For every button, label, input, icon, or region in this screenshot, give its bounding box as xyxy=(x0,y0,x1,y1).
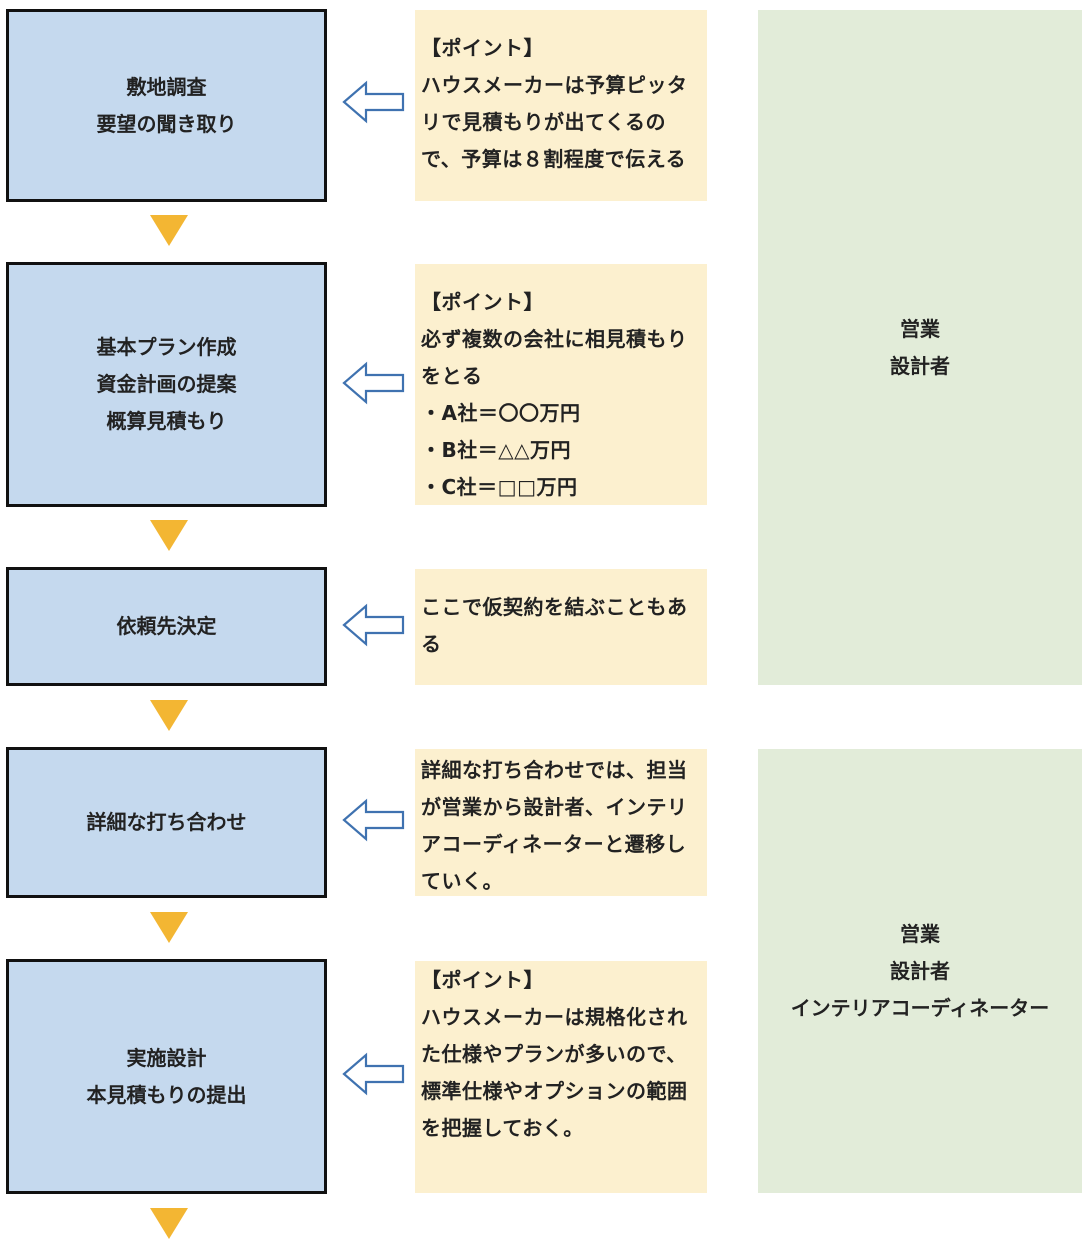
step-decide-contractor: 依頼先決定 xyxy=(6,567,327,686)
left-arrow-icon xyxy=(342,603,405,647)
note-line: ハウスメーカーは規格化され xyxy=(421,1005,688,1029)
note-line: 必ず複数の会社に相見積もり xyxy=(421,327,688,351)
role-line: 営業 xyxy=(900,316,940,341)
note-line: る xyxy=(421,632,442,656)
step-line: 資金計画の提案 xyxy=(96,372,237,396)
note-line: ここで仮契約を結ぶこともあ xyxy=(421,595,688,619)
note-line: で、予算は８割程度で伝える xyxy=(421,147,687,171)
note-line: をとる xyxy=(421,364,483,388)
note-line: ハウスメーカーは予算ピッタ xyxy=(421,73,688,97)
note-comparison-point: 【ポイント】 必ず複数の会社に相見積もり をとる ・A社＝〇〇万円 ・B社＝△△… xyxy=(415,264,707,505)
left-arrow-icon xyxy=(342,798,405,842)
note-line: 【ポイント】 xyxy=(421,290,544,314)
note-line: 標準仕様やオプションの範囲 xyxy=(421,1079,688,1103)
left-arrow-icon xyxy=(342,361,405,405)
step-line: 敷地調査 xyxy=(126,74,207,99)
role-line: 設計者 xyxy=(890,353,950,378)
note-line: た仕様やプランが多いので、 xyxy=(421,1042,687,1066)
step-line: 実施設計 xyxy=(126,1045,207,1070)
step-site-survey: 敷地調査 要望の聞き取り xyxy=(6,9,327,202)
note-provisional-contract: ここで仮契約を結ぶこともあ る xyxy=(415,569,707,685)
down-arrow-icon xyxy=(150,1208,188,1239)
note-line: が営業から設計者、インテリ xyxy=(421,795,688,819)
step-detailed-design: 実施設計 本見積もりの提出 xyxy=(6,959,327,1194)
note-line: ていく。 xyxy=(421,869,503,893)
step-line: 概算見積もり xyxy=(106,409,227,433)
note-line: アコーディネーターと遷移し xyxy=(421,832,687,856)
step-line: 詳細な打ち合わせ xyxy=(86,810,247,834)
note-line: 詳細な打ち合わせでは、担当 xyxy=(421,758,688,782)
left-arrow-icon xyxy=(342,80,405,124)
step-line: 依頼先決定 xyxy=(116,614,217,638)
note-line: 【ポイント】 xyxy=(421,36,544,60)
down-arrow-icon xyxy=(150,520,188,551)
note-line: ・B社＝△△万円 xyxy=(421,438,572,462)
note-line: ・C社＝□□万円 xyxy=(421,475,578,499)
role-panel-later-stages: 営業 設計者 インテリアコーディネーター xyxy=(758,749,1082,1193)
step-line: 基本プラン作成 xyxy=(96,335,237,359)
role-line: インテリアコーディネーター xyxy=(790,995,1050,1020)
left-arrow-icon xyxy=(342,1052,405,1096)
note-line: ・A社＝〇〇万円 xyxy=(421,401,581,425)
note-line: 【ポイント】 xyxy=(421,968,544,992)
note-staff-transition: 詳細な打ち合わせでは、担当 が営業から設計者、インテリ アコーディネーターと遷移… xyxy=(415,749,707,896)
step-line: 本見積もりの提出 xyxy=(86,1082,247,1107)
down-arrow-icon xyxy=(150,215,188,246)
role-line: 営業 xyxy=(900,921,940,946)
role-panel-early-stages: 営業 設計者 xyxy=(758,10,1082,685)
note-line: リで見積もりが出てくるの xyxy=(421,110,666,134)
down-arrow-icon xyxy=(150,912,188,943)
step-line: 要望の聞き取り xyxy=(96,111,237,136)
step-detailed-meeting: 詳細な打ち合わせ xyxy=(6,747,327,898)
note-budget-point: 【ポイント】 ハウスメーカーは予算ピッタ リで見積もりが出てくるの で、予算は８… xyxy=(415,10,707,201)
step-basic-plan: 基本プラン作成 資金計画の提案 概算見積もり xyxy=(6,262,327,507)
note-standard-spec-point: 【ポイント】 ハウスメーカーは規格化され た仕様やプランが多いので、 標準仕様や… xyxy=(415,961,707,1193)
role-line: 設計者 xyxy=(890,958,950,983)
note-line: を把握しておく。 xyxy=(421,1116,584,1140)
down-arrow-icon xyxy=(150,700,188,731)
